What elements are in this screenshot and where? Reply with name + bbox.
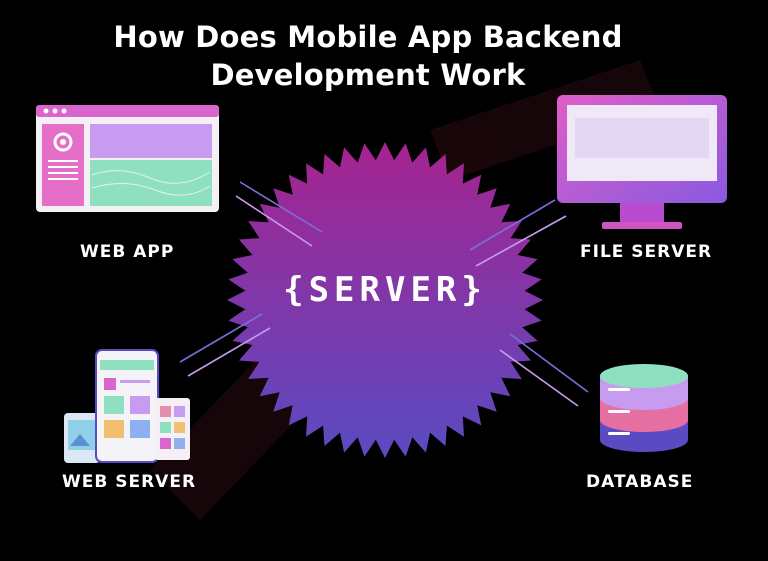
connector-web-app-out (235, 195, 313, 247)
mobile-devices-icon (64, 349, 190, 463)
connector-web-server-in (179, 313, 263, 363)
desktop-monitor-icon (557, 95, 727, 229)
connector-web-app-in (239, 181, 323, 233)
connector-database-out (499, 349, 579, 407)
title-line-1: How Does Mobile App Backend (113, 20, 623, 54)
title-line-2: Development Work (210, 58, 526, 92)
connectors (179, 181, 589, 407)
connector-file-server-out (475, 215, 567, 267)
database-stack-icon (600, 364, 688, 452)
diagram-title: How Does Mobile App Backend Development … (0, 18, 736, 94)
connector-database-in (509, 333, 589, 393)
server-label: {SERVER} (283, 270, 487, 310)
node-label-database: DATABASE (586, 472, 694, 492)
node-label-web-server: WEB SERVER (62, 472, 197, 492)
browser-window-icon (36, 105, 219, 212)
connector-web-server-out (187, 327, 271, 377)
server-burst (227, 142, 543, 458)
node-label-web-app: WEB APP (80, 242, 175, 262)
node-label-file-server: FILE SERVER (580, 242, 713, 262)
connector-file-server-in (469, 199, 556, 251)
